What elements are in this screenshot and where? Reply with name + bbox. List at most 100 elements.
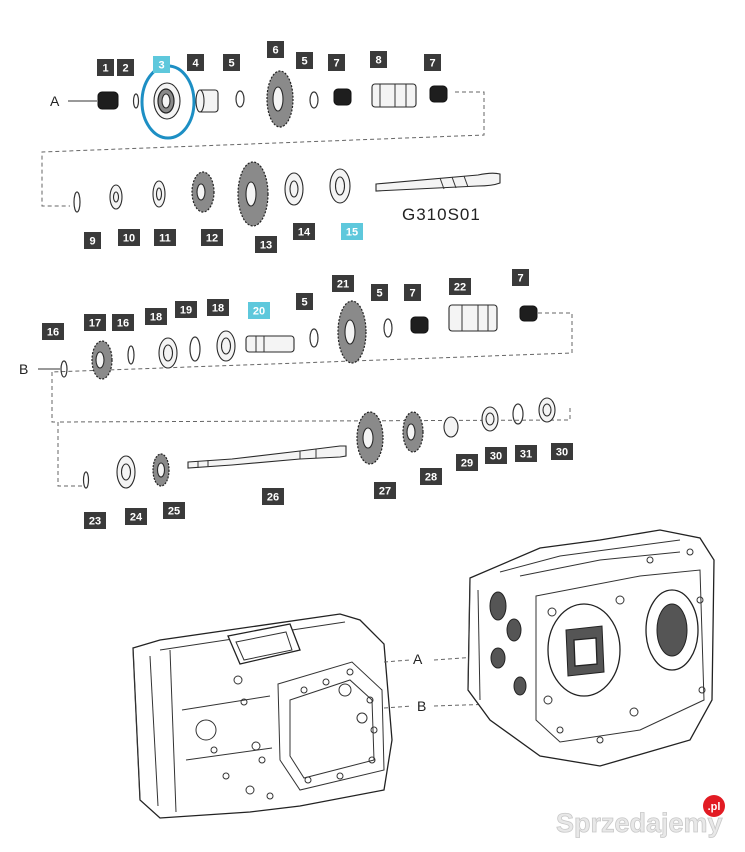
callout-number: 5 (301, 297, 307, 309)
callout-number: 18 (150, 312, 162, 324)
callout-7: 7 (512, 269, 529, 286)
callout-number: 30 (556, 447, 568, 459)
callout-number: 23 (89, 516, 101, 528)
callout-number: 12 (206, 233, 218, 245)
callout-box (201, 229, 223, 246)
callout-box (153, 56, 170, 73)
callout-number: 31 (520, 449, 532, 461)
routing-dashed-lines (41, 91, 573, 487)
callout-number: 16 (47, 327, 59, 339)
ref-label-b-left: B (19, 361, 28, 377)
callout-24: 24 (125, 508, 147, 525)
row4-parts (82, 397, 556, 489)
callout-20: 20 (248, 302, 270, 319)
callout-box (420, 468, 442, 485)
callout-box (207, 299, 229, 316)
callout-2: 2 (117, 59, 134, 76)
callout-5: 5 (223, 54, 240, 71)
callout-22: 22 (449, 278, 471, 295)
row2-parts (73, 161, 501, 227)
callout-5: 5 (371, 284, 388, 301)
callout-16: 16 (42, 323, 64, 340)
callout-box (154, 229, 176, 246)
callout-box (145, 308, 167, 325)
callout-box (485, 447, 507, 464)
transmission-housing-front (132, 613, 393, 819)
callout-15: 15 (341, 223, 363, 240)
callout-21: 21 (332, 275, 354, 292)
callout-5: 5 (296, 52, 313, 69)
callout-box (449, 278, 471, 295)
callout-4: 4 (187, 54, 204, 71)
callout-box (84, 314, 106, 331)
row1-parts (68, 70, 448, 128)
callout-17: 17 (84, 314, 106, 331)
callout-number: 5 (228, 58, 234, 70)
callout-number: 18 (212, 303, 224, 315)
callout-number: 10 (123, 233, 135, 245)
watermark-badge (703, 795, 725, 817)
callout-5: 5 (296, 293, 313, 310)
callout-7: 7 (404, 284, 421, 301)
callout-number: 5 (301, 56, 307, 68)
callout-box (404, 284, 421, 301)
callout-box (341, 223, 363, 240)
callout-box (42, 323, 64, 340)
callout-number: 11 (159, 233, 171, 245)
callout-16: 16 (112, 314, 134, 331)
callout-number: 3 (158, 60, 164, 72)
callout-number: 2 (122, 63, 128, 75)
watermark-text: Sprzedajemy (556, 808, 723, 838)
callout-number: 26 (267, 492, 279, 504)
callout-30: 30 (551, 443, 573, 460)
ref-label-b-housing: B (417, 698, 426, 714)
callout-number: 24 (130, 512, 143, 524)
callout-number: 6 (272, 45, 278, 57)
callout-number: 30 (490, 451, 502, 463)
callout-8: 8 (370, 51, 387, 68)
callout-box (84, 512, 106, 529)
callout-13: 13 (255, 236, 277, 253)
callout-box (262, 488, 284, 505)
callout-number: 9 (89, 236, 95, 248)
callout-box (296, 293, 313, 310)
callout-30: 30 (485, 447, 507, 464)
callout-number: 28 (425, 472, 437, 484)
callout-number: 1 (102, 63, 108, 75)
callout-number: 7 (429, 58, 435, 70)
callout-number: 4 (192, 58, 199, 70)
callout-number: 21 (337, 279, 349, 291)
callout-box (515, 445, 537, 462)
callout-box (112, 314, 134, 331)
callout-box (267, 41, 284, 58)
watermark-badge-text: .pl (708, 801, 721, 813)
callout-box (296, 52, 313, 69)
callout-box (328, 54, 345, 71)
callout-9: 9 (84, 232, 101, 249)
callout-box (117, 59, 134, 76)
callout-31: 31 (515, 445, 537, 462)
callout-box (374, 482, 396, 499)
callout-7: 7 (424, 54, 441, 71)
callout-6: 6 (267, 41, 284, 58)
callout-box (551, 443, 573, 460)
callout-box (163, 502, 185, 519)
callout-28: 28 (420, 468, 442, 485)
callout-box (175, 301, 197, 318)
callout-box (332, 275, 354, 292)
callout-box (248, 302, 270, 319)
callout-number: 29 (461, 458, 473, 470)
callout-27: 27 (374, 482, 396, 499)
callout-number: 20 (253, 306, 265, 318)
callout-box (370, 51, 387, 68)
sprzedajemy-watermark: Sprzedajemy .pl (556, 795, 725, 838)
callout-box (223, 54, 240, 71)
callout-box (293, 223, 315, 240)
ref-label-a-housing: A (413, 651, 423, 667)
callout-number: 25 (168, 506, 180, 518)
callout-number: 27 (379, 486, 391, 498)
callout-18: 18 (207, 299, 229, 316)
row3-parts (38, 300, 538, 380)
